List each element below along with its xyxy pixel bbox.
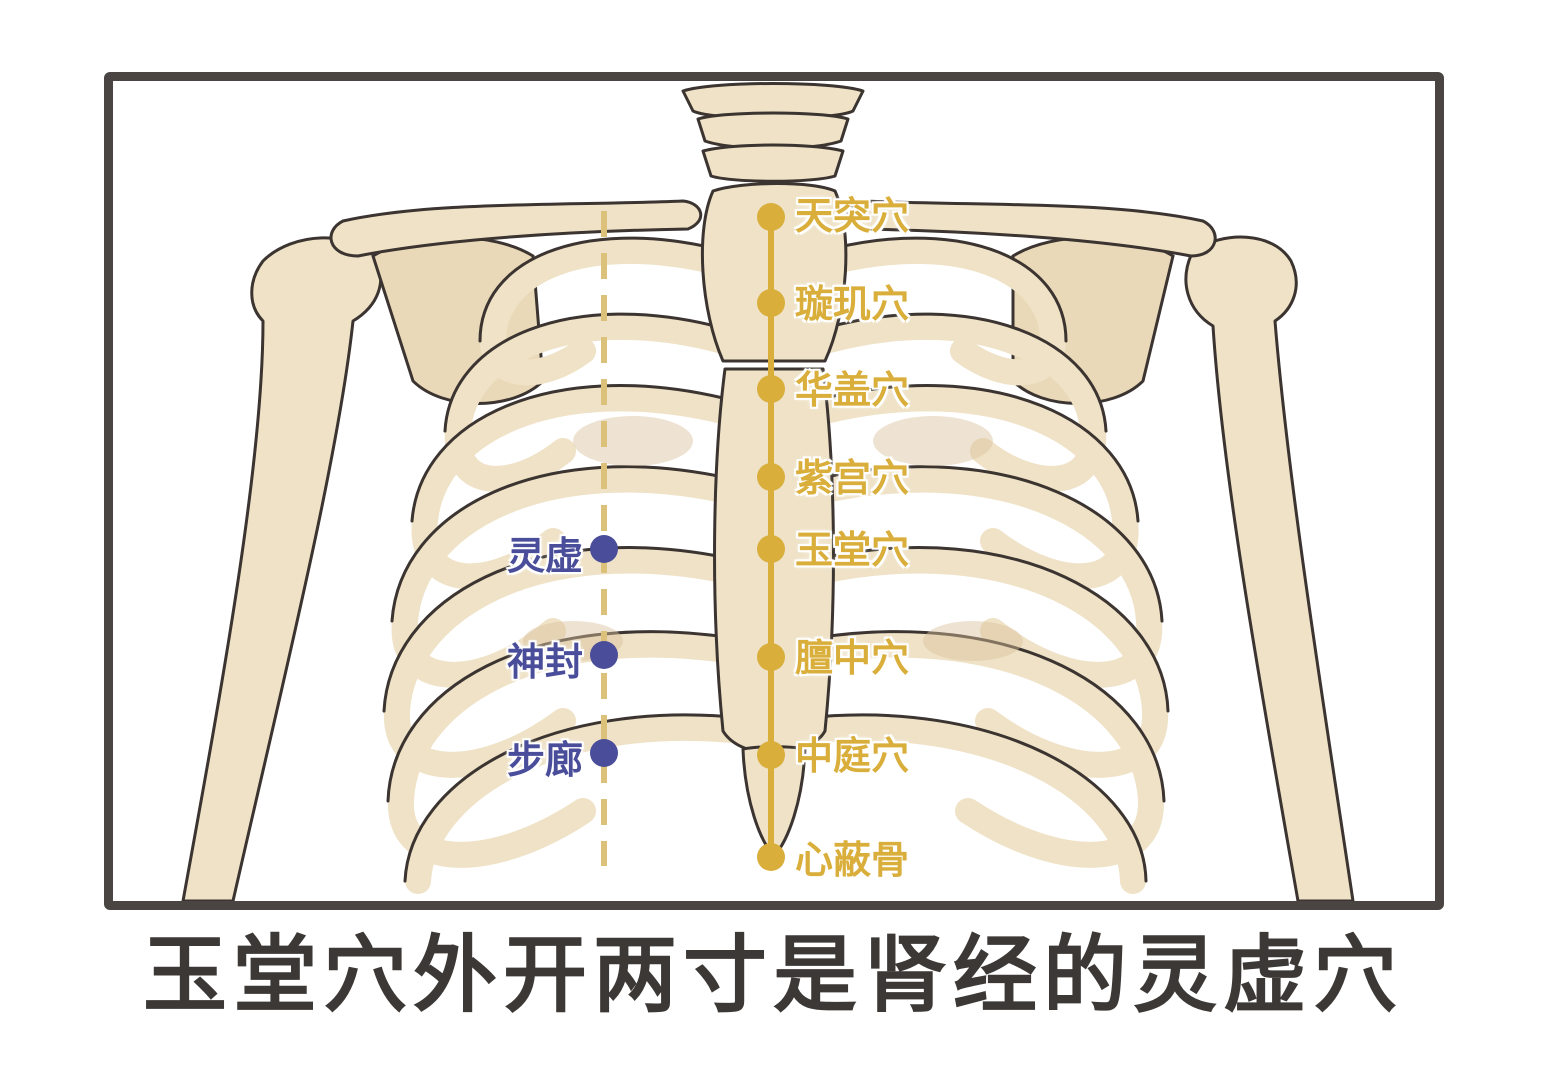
caption: 玉堂穴外开两寸是肾经的灵虚穴 [142,926,1403,1024]
ribs [383,237,1169,894]
kidney-point-dot [590,641,618,669]
kidney-point-dots [590,535,618,767]
manubrium [700,182,848,363]
cervical-vertebrae [681,82,865,183]
ren-label-huagai: 华盖穴 [795,368,910,412]
ren-point-dots [757,203,785,871]
illustration-frame: 天突穴 璇玑穴 华盖穴 紫宫穴 玉堂穴 膻中穴 中庭穴 心蔽骨 灵虚 神封 步廊 [104,72,1444,910]
right-clavicle [846,199,1217,258]
ren-label-zigong: 紫宫穴 [795,456,910,500]
kidney-point-dot [590,535,618,563]
ren-label-xinbigu: 心蔽骨 [795,838,910,882]
ren-point-dot [757,289,785,317]
ren-point-dot [757,843,785,871]
rib-outlines [382,236,1170,883]
left-clavicle [329,199,702,258]
right-humerus [1184,235,1355,901]
ribcage-illustration [181,82,1355,901]
kidney-point-dot [590,739,618,767]
ren-label-danzhong: 膻中穴 [795,636,910,680]
ren-point-dot [757,375,785,403]
meridian-overlay [590,203,785,871]
ren-point-dot [757,643,785,671]
ren-point-dot [757,741,785,769]
kidney-label-shenfeng: 神封 [506,640,583,684]
kidney-label-bulang: 步廊 [506,738,583,782]
ren-point-dot [757,535,785,563]
ren-label-tiantu: 天突穴 [795,194,910,238]
ren-label-xuanji: 璇玑穴 [795,282,910,326]
ren-point-dot [757,203,785,231]
kidney-label-lingxu: 灵虚 [506,534,583,578]
ren-label-zhongting: 中庭穴 [795,734,910,778]
ren-label-yutang: 玉堂穴 [795,528,910,572]
ren-point-dot [757,463,785,491]
